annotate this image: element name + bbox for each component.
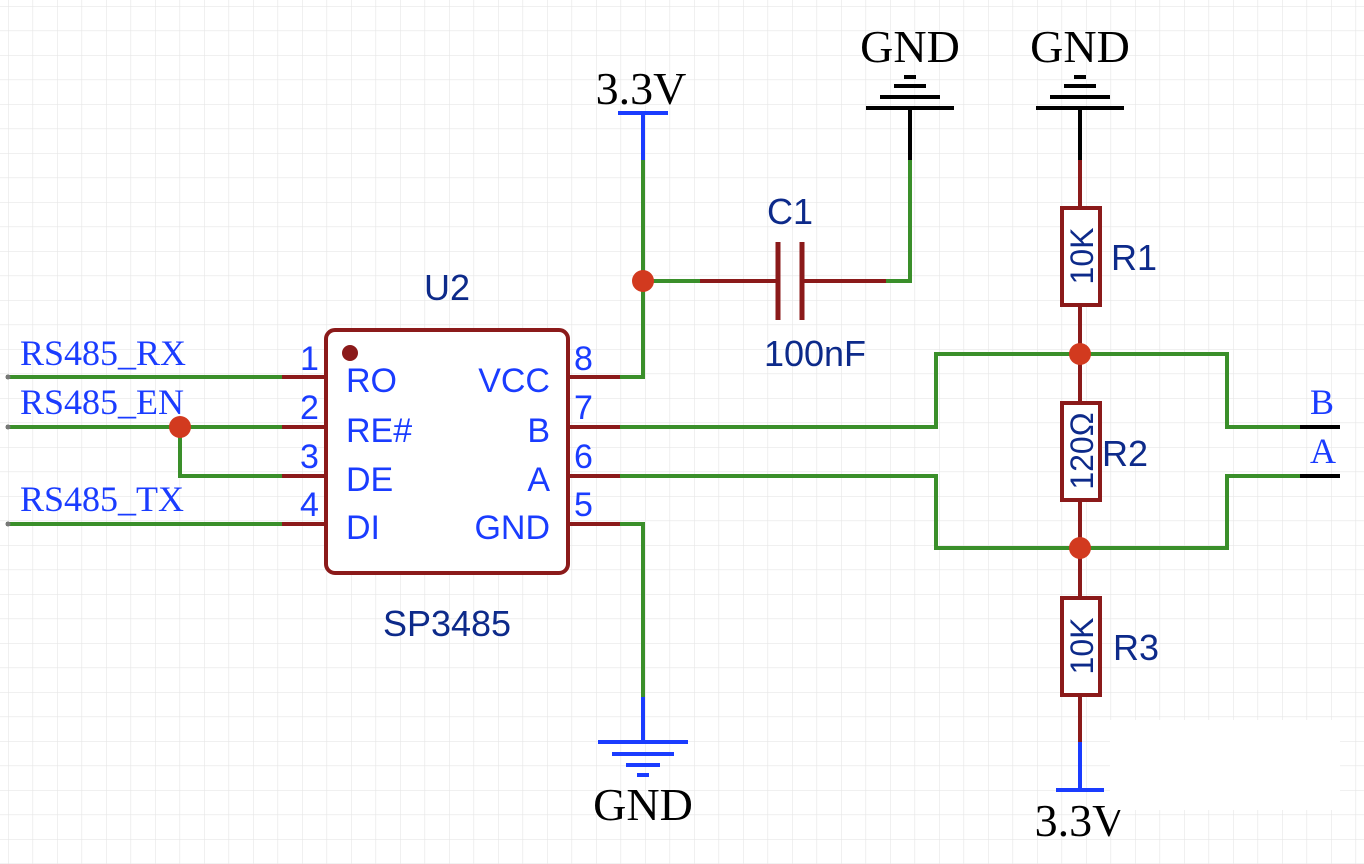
power-vcc-top[interactable]: 3.3V <box>596 63 687 160</box>
u2-pin-num: 6 <box>574 438 593 476</box>
r3-body <box>1060 596 1102 697</box>
r1-designator: R1 <box>1111 237 1157 278</box>
u2-pin-name: GND <box>474 509 550 547</box>
u2-pin-name: DE <box>346 461 393 499</box>
power-gnd-c1[interactable]: GND <box>860 21 960 160</box>
u2-pin-name: VCC <box>478 362 550 400</box>
net-port-a[interactable]: A <box>1300 431 1340 478</box>
r2-body <box>1060 401 1102 502</box>
u2-pin-num: 2 <box>300 389 319 427</box>
c1-value: 100nF <box>764 333 866 374</box>
c1-designator: C1 <box>767 191 813 232</box>
net-label-tx[interactable]: RS485_TX <box>20 479 184 519</box>
r3-designator: R3 <box>1113 627 1159 668</box>
u2-pin-stubs <box>282 375 620 526</box>
u2-part: SP3485 <box>383 603 511 644</box>
gnd-c1-label: GND <box>860 21 960 72</box>
junction-r2-r3 <box>1069 537 1091 559</box>
wire-vcc <box>618 279 645 379</box>
junction-r1-r2 <box>1069 343 1091 365</box>
power-gnd-r1[interactable]: GND <box>1030 21 1130 160</box>
u2-designator: U2 <box>424 267 470 308</box>
resistor-r2[interactable]: 120Ω R2 <box>1060 401 1148 502</box>
ic-u2[interactable]: U2 SP3485 1 2 3 4 8 7 6 5 RO RE# DE DI V… <box>282 267 620 644</box>
junction-vcc-c1 <box>632 270 654 292</box>
r1-body <box>1060 206 1102 307</box>
u2-pin-name: B <box>527 412 550 450</box>
power-gnd-u2[interactable]: GND <box>593 697 693 830</box>
net-label-b: B <box>1310 382 1334 422</box>
net-label-a: A <box>1310 431 1336 471</box>
net-label-rx[interactable]: RS485_RX <box>20 333 186 373</box>
wire-c1-gnd <box>884 158 912 283</box>
junction-en-de <box>169 416 191 438</box>
u2-pin-name: RE# <box>346 412 412 450</box>
net-label-en[interactable]: RS485_EN <box>20 382 184 422</box>
u2-pin-num: 5 <box>574 486 593 524</box>
capacitor-c1[interactable]: C1 100nF <box>764 191 866 374</box>
gnd-u2-label: GND <box>593 779 693 830</box>
net-port-b[interactable]: B <box>1300 382 1340 429</box>
resistor-r3[interactable]: 10K R3 <box>1060 596 1159 697</box>
u2-pin-name: DI <box>346 509 380 547</box>
u2-pin-num: 3 <box>300 438 319 476</box>
r3-value: 10K <box>1064 618 1100 675</box>
vcc-top-label: 3.3V <box>596 63 687 114</box>
u2-pin-name: A <box>527 461 550 499</box>
port-end-rx <box>5 374 11 380</box>
r2-value: 120Ω <box>1064 412 1100 489</box>
u2-pin-name: RO <box>346 362 397 400</box>
gnd-r1-label: GND <box>1030 21 1130 72</box>
u2-pin-num: 7 <box>574 389 593 427</box>
wire-u2-gnd <box>618 522 645 699</box>
port-end-tx <box>5 521 11 527</box>
resistor-r1[interactable]: 10K R1 <box>1060 206 1157 307</box>
u2-pin1-marker <box>342 345 358 361</box>
r2-designator: R2 <box>1102 433 1148 474</box>
white-patch <box>1110 720 1340 810</box>
u2-body <box>324 328 570 575</box>
u2-pin-num: 4 <box>300 486 319 524</box>
u2-pin-num: 8 <box>574 340 593 378</box>
u2-pin-num: 1 <box>300 340 319 378</box>
wire-en-de <box>178 425 284 478</box>
r1-value: 10K <box>1064 228 1100 285</box>
port-end-en <box>5 424 11 430</box>
